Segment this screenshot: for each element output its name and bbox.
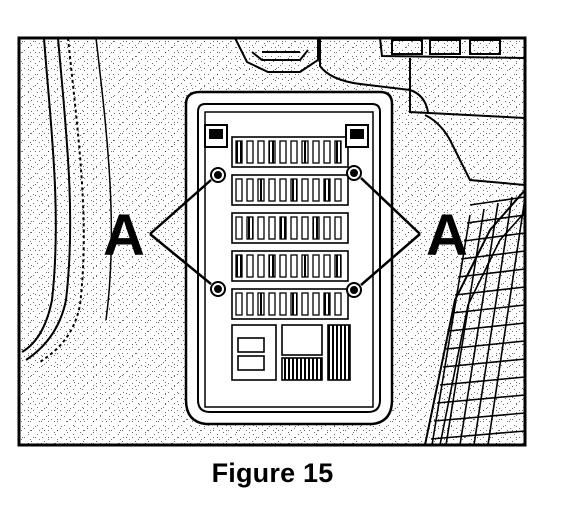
screw-bottom-right bbox=[346, 282, 362, 298]
fuse bbox=[268, 216, 276, 240]
fuse bbox=[268, 178, 276, 202]
fuse bbox=[312, 178, 320, 202]
fuse bbox=[257, 254, 265, 278]
fuse bbox=[334, 292, 342, 316]
fuse bbox=[334, 178, 342, 202]
fuse bbox=[279, 178, 287, 202]
fuse bbox=[279, 216, 287, 240]
fuse bbox=[268, 254, 276, 278]
fuse bbox=[323, 178, 331, 202]
fuse bbox=[323, 292, 331, 316]
fuse bbox=[268, 292, 276, 316]
fuse-row bbox=[231, 288, 349, 320]
floor-mat bbox=[424, 189, 525, 445]
panel-screws bbox=[210, 165, 362, 298]
fuse bbox=[268, 140, 276, 164]
callout-label-left: A bbox=[103, 203, 145, 268]
fuse bbox=[312, 292, 320, 316]
fuse bbox=[246, 292, 254, 316]
fuse bbox=[257, 140, 265, 164]
fuse bbox=[301, 292, 309, 316]
fuse bbox=[323, 140, 331, 164]
fuse bbox=[290, 178, 298, 202]
fuse bbox=[301, 216, 309, 240]
fuse bbox=[301, 178, 309, 202]
fuse bbox=[279, 254, 287, 278]
screw-top-right bbox=[346, 165, 362, 181]
fuse-row bbox=[231, 212, 349, 244]
fuse bbox=[279, 292, 287, 316]
fuse bbox=[257, 292, 265, 316]
fuse bbox=[312, 140, 320, 164]
fuse-block bbox=[231, 136, 349, 320]
fuse-row bbox=[231, 174, 349, 206]
fuse bbox=[257, 216, 265, 240]
fuse bbox=[334, 254, 342, 278]
fuse bbox=[301, 254, 309, 278]
fuse bbox=[312, 254, 320, 278]
fuse bbox=[290, 292, 298, 316]
fuse bbox=[246, 178, 254, 202]
dashboard-top bbox=[234, 38, 525, 186]
fuse bbox=[235, 140, 243, 164]
fuse bbox=[290, 140, 298, 164]
fuse bbox=[334, 216, 342, 240]
fuse bbox=[235, 292, 243, 316]
relay-block bbox=[231, 324, 351, 381]
fuse bbox=[235, 178, 243, 202]
fuse bbox=[279, 140, 287, 164]
screw-top-left bbox=[210, 167, 226, 183]
callout-leaders bbox=[149, 177, 421, 286]
fuse bbox=[323, 216, 331, 240]
fuse bbox=[323, 254, 331, 278]
fuse bbox=[246, 140, 254, 164]
left-pillar bbox=[21, 38, 113, 363]
fuse-row bbox=[231, 250, 349, 282]
fuse bbox=[312, 216, 320, 240]
fuse bbox=[246, 216, 254, 240]
callout-label-right: A bbox=[426, 203, 468, 268]
fuse bbox=[235, 216, 243, 240]
screw-bottom-left bbox=[210, 281, 226, 297]
figure-caption: Figure 15 bbox=[211, 458, 334, 488]
panel-latches bbox=[204, 124, 369, 148]
fuse bbox=[290, 216, 298, 240]
fuse bbox=[334, 140, 342, 164]
fuse-row bbox=[231, 136, 349, 168]
figure-border bbox=[17, 36, 527, 447]
fuse bbox=[290, 254, 298, 278]
fuse bbox=[246, 254, 254, 278]
fuse bbox=[301, 140, 309, 164]
fuse bbox=[235, 254, 243, 278]
fuse bbox=[257, 178, 265, 202]
